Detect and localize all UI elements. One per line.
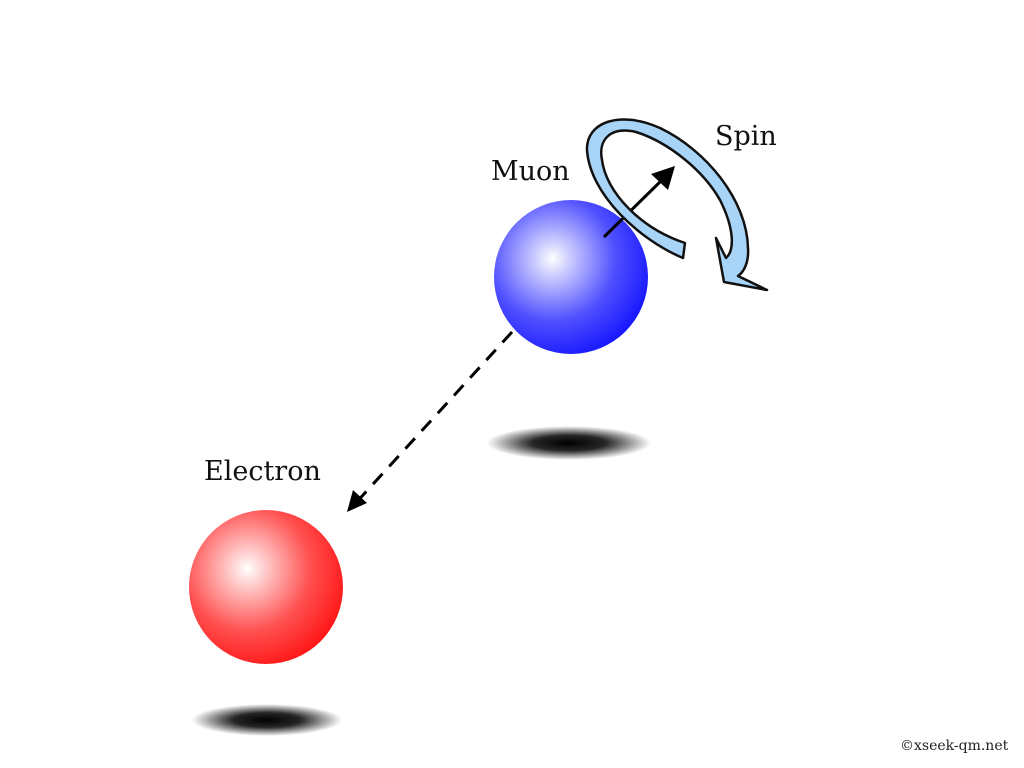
spin-vector-arrowhead bbox=[651, 166, 675, 190]
copyright-credit: ©xseek-qm.net bbox=[900, 738, 1009, 754]
electron-sphere bbox=[189, 510, 343, 664]
muon-shadow bbox=[487, 426, 651, 460]
spin-label: Spin bbox=[715, 121, 777, 152]
electron-label: Electron bbox=[204, 456, 321, 487]
electron-shadow bbox=[192, 704, 342, 736]
spin-vector-arrow bbox=[602, 176, 666, 239]
decay-path-arrow bbox=[351, 330, 514, 508]
spin-rotation-icon bbox=[585, 118, 769, 292]
muon-sphere bbox=[494, 200, 648, 354]
decay-arrowhead bbox=[347, 490, 367, 512]
muon-label: Muon bbox=[491, 156, 570, 187]
